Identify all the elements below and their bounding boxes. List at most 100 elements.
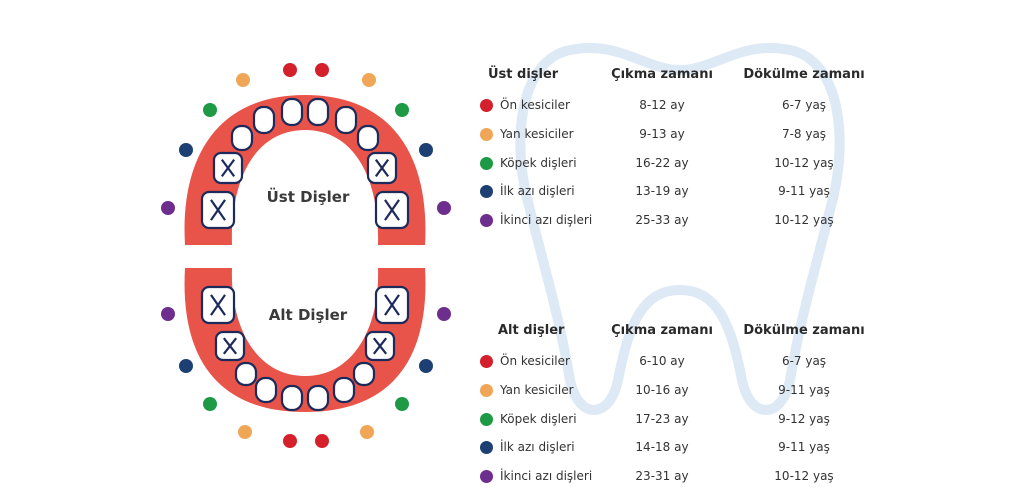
tooth-name: İkinci azı dişleri [500, 469, 593, 484]
upper-left-second-molar-tooth [200, 190, 236, 230]
lower-right-canine-tooth [352, 361, 376, 387]
color-dot [480, 185, 493, 199]
tooth-name: Köpek dişleri [500, 411, 577, 426]
lower-right-second-molar-marker [437, 307, 451, 321]
upper-header-eruption: Çıkma zamanı [611, 67, 713, 82]
eruption-time: 25-33 ay [635, 213, 689, 228]
upper-right-central-incisor-marker [315, 63, 329, 77]
eruption-time: 9-13 ay [639, 126, 685, 141]
tooth-name: Köpek dişleri [500, 155, 577, 170]
upper-table-header: Üst dişler Çıkma zamanı Dökülme zamanı [478, 62, 898, 92]
color-dot [480, 127, 493, 141]
tooth-name: Ön kesiciler [500, 98, 570, 112]
lower-right-central-incisor-marker [315, 434, 329, 448]
teeth-group [200, 97, 410, 412]
upper-teeth-table: Üst dişler Çıkma zamanı Dökülme zamanı Ö… [478, 62, 898, 236]
lower-left-first-molar-tooth [214, 330, 246, 362]
eruption-time: 16-22 ay [635, 155, 689, 170]
shedding-time: 6-7 yaş [781, 354, 827, 368]
eruption-time: 8-12 ay [639, 98, 685, 112]
shedding-time: 6-7 yaş [781, 98, 827, 112]
upper-right-first-molar-marker [419, 143, 433, 157]
upper-right-canine-tooth [356, 124, 380, 152]
lower-left-central-incisor-tooth [280, 384, 304, 412]
upper-left-central-incisor-marker [283, 63, 297, 77]
color-dot [480, 156, 493, 170]
upper-right-first-molar-tooth [366, 151, 398, 185]
upper-left-first-molar-tooth [212, 151, 244, 185]
upper-header-teeth: Üst dişler [488, 67, 559, 82]
tooth-name: Ön kesiciler [500, 354, 570, 368]
eruption-time: 6-10 ay [639, 354, 685, 368]
color-dot [480, 214, 493, 228]
color-dot [480, 470, 493, 484]
eruption-time: 17-23 ay [635, 411, 689, 426]
lower-jaw-label: Alt Dişler [268, 306, 348, 324]
upper-right-lateral-incisor-tooth [334, 105, 358, 135]
upper-right-canine-marker [395, 103, 409, 117]
lower-left-lateral-incisor-marker [238, 425, 252, 439]
lower-left-central-incisor-marker [283, 434, 297, 448]
tooth-name: Yan kesiciler [500, 382, 574, 397]
lower-left-second-molar-marker [161, 307, 175, 321]
tooth-name: İlk azı dişleri [500, 440, 575, 455]
table-row: İkinci azı dişleri 23-31 ay 10-12 yaş [478, 463, 898, 492]
upper-right-second-molar-marker [437, 201, 451, 215]
lower-right-lateral-incisor-marker [360, 425, 374, 439]
eruption-time: 23-31 ay [635, 469, 689, 484]
lower-left-canine-marker [203, 397, 217, 411]
color-dot [480, 99, 493, 112]
upper-right-lateral-incisor-marker [362, 73, 376, 87]
tooth-name: Yan kesiciler [500, 126, 574, 141]
upper-left-canine-tooth [230, 124, 254, 152]
table-row: İkinci azı dişleri 25-33 ay 10-12 yaş [478, 207, 898, 236]
color-dot [480, 355, 493, 368]
lower-left-second-molar-tooth [200, 285, 236, 325]
upper-left-second-molar-marker [161, 201, 175, 215]
dental-arch-diagram [161, 63, 451, 448]
upper-jaw-label: Üst Dişler [266, 188, 350, 206]
lower-teeth-table: Alt dişler Çıkma zamanı Dökülme zamanı Ö… [478, 318, 898, 492]
upper-left-central-incisor-tooth [280, 97, 304, 127]
lower-left-lateral-incisor-tooth [254, 376, 278, 404]
color-dot [480, 412, 493, 426]
table-row: Yan kesiciler 10-16 ay 9-11 yaş [478, 377, 898, 406]
lower-header-teeth: Alt dişler [498, 323, 565, 338]
shedding-time: 9-12 yaş [778, 411, 830, 426]
shedding-time: 9-11 yaş [778, 184, 830, 199]
lower-left-canine-tooth [234, 361, 258, 387]
upper-left-lateral-incisor-marker [236, 73, 250, 87]
shedding-time: 10-12 yaş [774, 469, 834, 484]
lower-header-shedding: Dökülme zamanı [743, 323, 865, 338]
upper-left-canine-marker [203, 103, 217, 117]
table-row: Yan kesiciler 9-13 ay 7-8 yaş [478, 121, 898, 150]
eruption-time: 10-16 ay [635, 382, 689, 397]
lower-right-first-molar-tooth [364, 330, 396, 362]
upper-header-shedding: Dökülme zamanı [743, 67, 865, 82]
table-row: Ön kesiciler 8-12 ay 6-7 yaş [478, 92, 898, 121]
table-row: Köpek dişleri 16-22 ay 10-12 yaş [478, 150, 898, 179]
eruption-time: 14-18 ay [635, 440, 689, 455]
color-dot [480, 441, 493, 455]
color-dot [480, 383, 493, 397]
lower-right-canine-marker [395, 397, 409, 411]
shedding-time: 9-11 yaş [778, 382, 830, 397]
eruption-time: 13-19 ay [635, 184, 689, 199]
upper-right-central-incisor-tooth [306, 97, 330, 127]
table-row: İlk azı dişleri 13-19 ay 9-11 yaş [478, 178, 898, 207]
shedding-time: 9-11 yaş [778, 440, 830, 455]
tooth-color-markers [161, 63, 451, 448]
upper-right-second-molar-tooth [374, 190, 410, 230]
shedding-time: 10-12 yaş [774, 155, 834, 170]
lower-right-lateral-incisor-tooth [332, 376, 356, 404]
table-row: Ön kesiciler 6-10 ay 6-7 yaş [478, 348, 898, 377]
tooth-name: İlk azı dişleri [500, 184, 575, 199]
lower-header-eruption: Çıkma zamanı [611, 323, 713, 338]
background-tooth-watermark [515, 43, 845, 415]
shedding-time: 10-12 yaş [774, 213, 834, 228]
shedding-time: 7-8 yaş [781, 126, 827, 141]
upper-left-first-molar-marker [179, 143, 193, 157]
upper-left-lateral-incisor-tooth [252, 105, 276, 135]
lower-right-second-molar-tooth [374, 285, 410, 325]
tooth-name: İkinci azı dişleri [500, 213, 593, 228]
